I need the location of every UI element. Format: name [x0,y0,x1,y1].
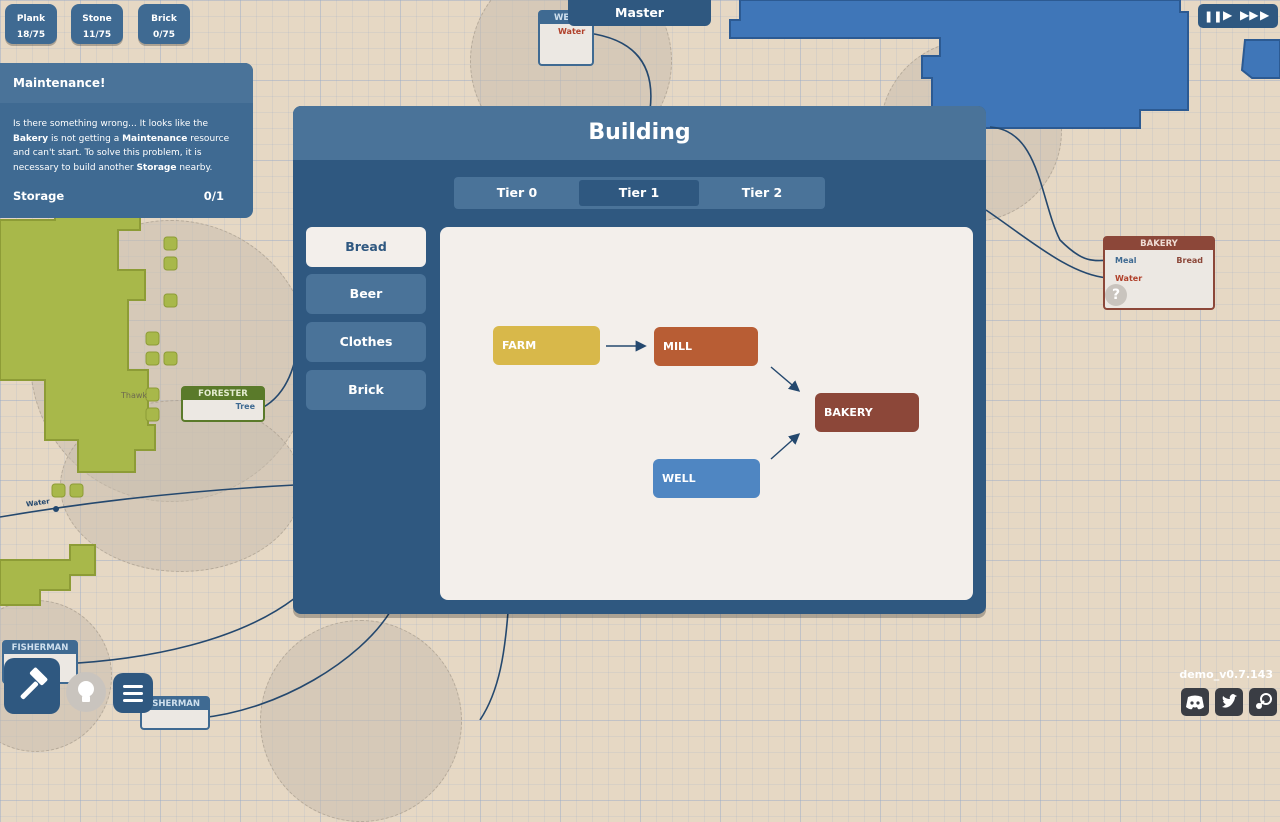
category-bread[interactable]: Bread [306,227,426,267]
tab-tier-1[interactable]: Tier 1 [579,180,699,206]
fastest-forward-icon[interactable]: ▶ [1260,8,1270,22]
chain-node-farm[interactable]: FARM [493,326,600,365]
node-port-water: Water [1115,274,1143,283]
chain-node-mill[interactable]: MILL [654,327,758,366]
message-text: nearby. [176,162,213,173]
maintenance-message: Is there something wrong... It looks lik… [13,117,238,175]
discord-icon [1186,695,1204,710]
forest-terrain [0,210,178,606]
master-title: Master [615,5,664,20]
playback-controls: ❚❚ ▶ ▶▶ ▶ [1198,4,1278,28]
tab-tier-2[interactable]: Tier 2 [741,185,783,200]
resource-name: Brick [151,14,177,24]
maintenance-header [0,63,253,103]
node-port-bread: Bread [1176,256,1203,265]
menu-button[interactable] [113,673,153,713]
building-dialog: Building Tier 0 Tier 1 Tier 2 Bread Beer… [293,106,986,614]
fast-forward-icon[interactable]: ▶▶ [1240,8,1259,22]
resource-name: Stone [82,14,112,24]
twitter-icon [1222,694,1237,708]
resource-count: 11/75 [82,30,112,40]
resource-name: Plank [16,14,46,24]
message-bakery: Bakery [13,133,49,144]
steam-icon [1256,693,1272,709]
dialog-title: Building [293,106,986,160]
node-port-tree: Tree [235,402,255,411]
menu-icon [123,685,143,702]
chain-node-well[interactable]: WELL [653,459,760,498]
message-text: resource and can't start. To solve this … [13,133,230,173]
resource-plank: Plank 18/75 [5,4,57,44]
map-node-bakery[interactable]: BAKERY Meal Bread Water ? [1103,236,1215,310]
node-title: BAKERY [1105,238,1213,250]
node-title: FORESTER [183,388,263,400]
tab-tier-0[interactable]: Tier 0 [496,185,538,200]
storage-label: Storage [13,189,65,203]
resource-count: 0/75 [152,30,176,40]
production-chain-canvas: FARM MILL BAKERY WELL [440,227,973,600]
node-port-meal: Meal [1115,256,1137,265]
version-label: demo_v0.7.143 [1179,668,1273,681]
node-title: FISHERMAN [142,698,208,710]
play-icon[interactable]: ▶ [1223,8,1233,22]
category-beer[interactable]: Beer [306,274,426,314]
chain-arrows [606,340,801,460]
map-node-forester[interactable]: FORESTER Tree [181,386,265,422]
connection-lines [0,32,1109,720]
steam-button[interactable] [1249,688,1277,716]
resource-count: 18/75 [16,30,46,40]
node-title: FISHERMAN [4,642,76,654]
thawk-label: Thawk [121,391,148,400]
message-maintenance: Maintenance [122,133,188,144]
chain-node-bakery[interactable]: BAKERY [815,393,919,432]
maintenance-panel: Maintenance! Is there something wrong...… [0,63,253,218]
build-button[interactable] [4,658,60,714]
hint-button[interactable] [66,672,106,712]
message-text: Is there something wrong... It looks lik… [13,119,208,129]
maintenance-title: Maintenance! [13,76,106,90]
discord-button[interactable] [1181,688,1209,716]
storage-count: 0/1 [203,189,224,203]
hammer-icon [20,667,48,700]
node-port-water: Water [558,27,586,36]
twitter-button[interactable] [1215,688,1243,716]
tier-tabs: Tier 0 Tier 1 Tier 2 [454,177,825,209]
message-text: is not getting a [48,133,123,144]
resource-stone: Stone 11/75 [71,4,123,44]
category-clothes[interactable]: Clothes [306,322,426,362]
lightbulb-icon [78,681,94,702]
category-brick[interactable]: Brick [306,370,426,410]
message-storage: Storage [136,162,177,173]
pause-icon[interactable]: ❚❚ [1204,10,1223,23]
question-icon: ? [1105,284,1127,306]
master-node[interactable]: Master [568,0,711,26]
resource-brick: Brick 0/75 [138,4,190,44]
